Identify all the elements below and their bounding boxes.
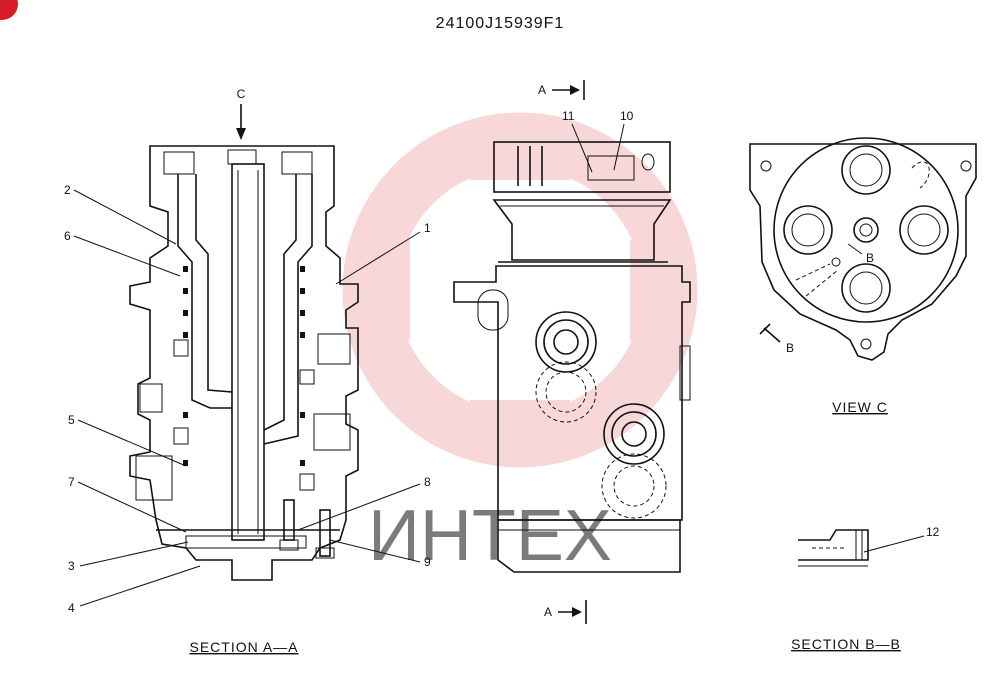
callout-5: 5 bbox=[68, 413, 75, 427]
callout-11: 11 bbox=[562, 109, 575, 123]
callout-12: 12 bbox=[926, 525, 940, 539]
section-aa-caption: SECTION A—A bbox=[189, 639, 298, 655]
callout-1: 1 bbox=[424, 221, 431, 235]
callout-2: 2 bbox=[64, 183, 71, 197]
view-c-drawing: B B bbox=[749, 137, 977, 361]
view-c-cut-label-1: B bbox=[866, 251, 874, 265]
section-aa-drawing: C bbox=[129, 87, 359, 581]
section-bb-drawing: 12 bbox=[798, 525, 940, 567]
callout-4: 4 bbox=[68, 601, 75, 615]
callout-6: 6 bbox=[64, 229, 71, 243]
callout-10: 10 bbox=[620, 109, 634, 123]
part-number: 24100J15939F1 bbox=[436, 15, 565, 32]
watermark: ИНТЕХ bbox=[342, 112, 698, 576]
callout-3: 3 bbox=[68, 559, 75, 573]
callout-7: 7 bbox=[68, 475, 75, 489]
cut-label-bottom: A bbox=[544, 605, 552, 619]
corner-badge bbox=[0, 0, 18, 20]
section-aa-callouts: 1 2 6 5 7 3 4 8 9 bbox=[64, 183, 431, 615]
cut-label-top: A bbox=[538, 83, 546, 97]
view-c-cut-label-2: B bbox=[786, 341, 794, 355]
view-arrow-label: C bbox=[237, 87, 246, 101]
watermark-text: ИНТЕХ bbox=[368, 496, 612, 576]
section-bb-caption: SECTION B—B bbox=[791, 636, 901, 652]
callout-9: 9 bbox=[424, 555, 431, 569]
side-view-drawing: A 11 10 bbox=[453, 80, 691, 624]
view-c-caption: VIEW C bbox=[832, 399, 888, 415]
callout-8: 8 bbox=[424, 475, 431, 489]
